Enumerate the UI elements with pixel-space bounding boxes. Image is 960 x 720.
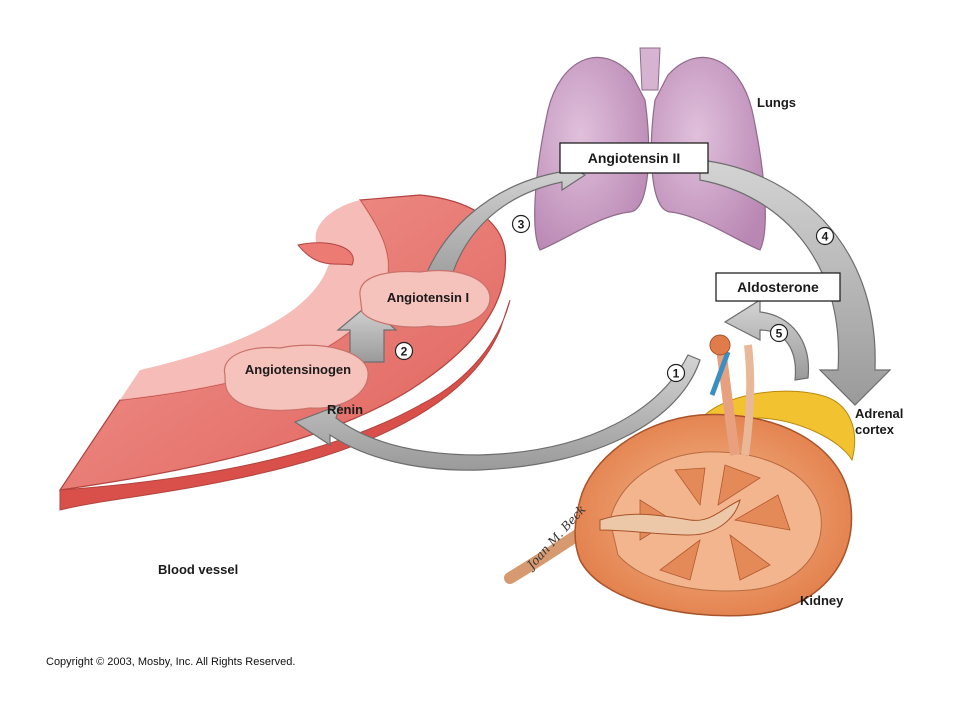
angiotensin-i-label: Angiotensin I (387, 290, 469, 305)
lungs-label: Lungs (757, 95, 796, 110)
renal-vein (709, 351, 731, 396)
vessel-bottom-band (59, 299, 511, 511)
svg-text:3: 3 (518, 218, 525, 232)
kidney-illustration (504, 334, 856, 617)
kidney-label: Kidney (800, 593, 844, 608)
adrenal-label-line2: cortex (855, 422, 895, 437)
aldosterone-label: Aldosterone (737, 279, 819, 295)
angiotensinogen-label: Angiotensinogen (245, 362, 351, 377)
angiotensin-ii-label: Angiotensin II (588, 150, 681, 166)
arrows (293, 159, 892, 471)
angiotensinogen-bubble (223, 344, 369, 411)
step-marker-4: 4 (815, 226, 835, 246)
svg-text:1: 1 (673, 367, 680, 381)
blood-vessel-label: Blood vessel (158, 562, 238, 577)
adrenal-label-line1: Adrenal (855, 406, 903, 421)
step-marker-5: 5 (769, 323, 789, 343)
svg-text:2: 2 (401, 345, 408, 359)
renal-pelvis (599, 499, 741, 536)
arrow-step-1 (293, 354, 701, 471)
arrow-step-4 (699, 159, 892, 406)
renin-label: Renin (327, 402, 363, 417)
step-marker-1: 1 (666, 363, 686, 383)
trachea (639, 47, 661, 91)
juxtaglomerular-apparatus (709, 334, 731, 356)
step-marker-2: 2 (394, 341, 414, 361)
vessel-flap (297, 242, 354, 266)
svg-text:4: 4 (822, 230, 829, 244)
copyright-notice: Copyright © 2003, Mosby, Inc. All Rights… (46, 656, 295, 668)
angiotensin-ii-box (559, 142, 709, 174)
arrow-step-5 (723, 298, 810, 381)
svg-text:5: 5 (776, 327, 783, 341)
angiotensin-i-bubble (359, 270, 491, 328)
aldosterone-box (715, 272, 841, 302)
step-marker-3: 3 (511, 214, 531, 234)
